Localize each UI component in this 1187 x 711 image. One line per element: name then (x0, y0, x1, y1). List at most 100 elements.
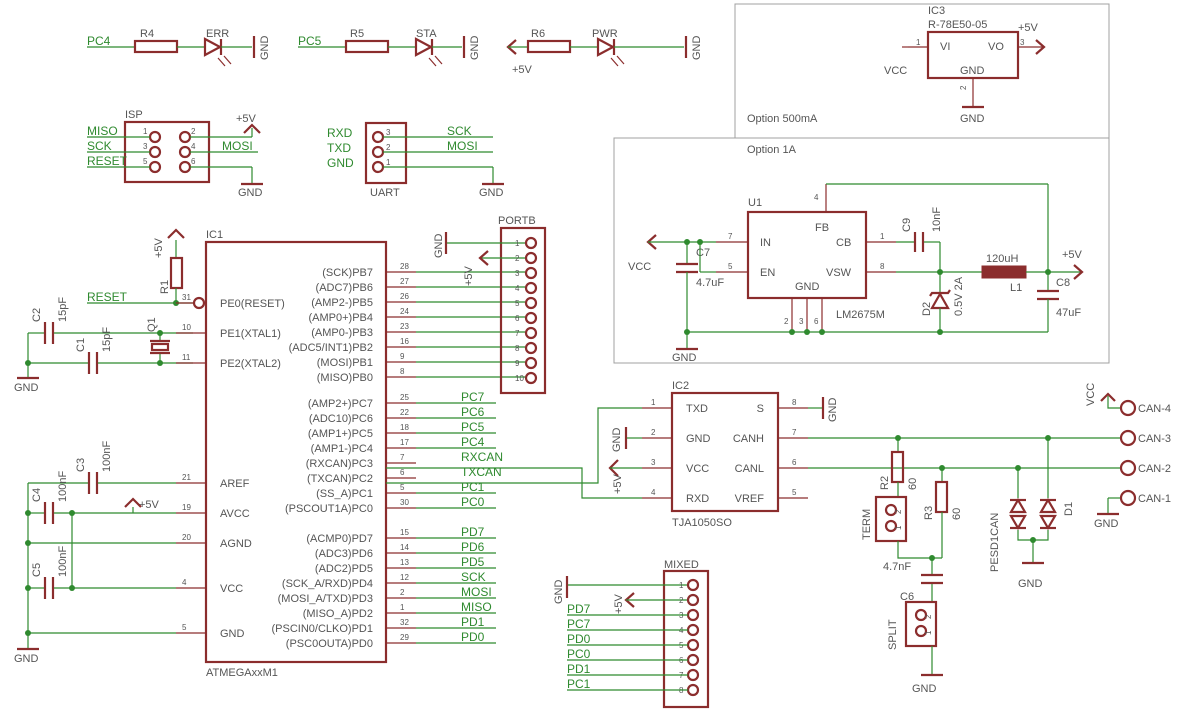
portb-pin-num: 7 (515, 329, 520, 338)
ic1-net-label: PD5 (461, 555, 485, 569)
split-gnd-label: GND (912, 683, 937, 695)
ic2-right-pin: 8S (757, 398, 808, 415)
ic1-right-pin-label: (AMP2-)PB5 (311, 297, 373, 309)
portb-pin-num: 1 (515, 239, 520, 248)
isp-net-mosi: MOSI (222, 139, 253, 153)
pwr-label: PWR (592, 28, 618, 40)
buck-vcc-label: VCC (628, 261, 651, 273)
portb-pin: 2 (515, 251, 538, 265)
u1-value: LM2675M (836, 309, 885, 321)
uart-name: UART (370, 187, 400, 199)
ic1-net-label: RXCAN (461, 450, 503, 464)
c1-label: C1 (75, 338, 87, 352)
ic1-right-pin-num: 22 (400, 408, 409, 417)
c8-value: 47uF (1056, 307, 1081, 319)
uart-net-mosi: MOSI (447, 139, 478, 153)
u1-en: EN (760, 267, 775, 279)
l1-value: 120uH (986, 253, 1018, 265)
can-vcc-label: VCC (1085, 383, 1097, 406)
ic1-net-label: MOSI (461, 585, 492, 599)
portb-pin: 6 (515, 311, 538, 325)
ic2-right-pin-label: VREF (735, 493, 765, 505)
ic2-left-pin-label: GND (686, 433, 711, 445)
ic1-left-pin-label: AREF (220, 478, 250, 490)
ic1-net-label: PC1 (461, 480, 485, 494)
mixed-net-label: PD7 (567, 602, 591, 616)
mixed-pin-num: 1 (679, 581, 684, 590)
ic1-net-label: PD7 (461, 525, 485, 539)
net-pc5: PC5 (298, 34, 322, 48)
ic1-left-pin-label: PE1(XTAL1) (220, 328, 281, 340)
frame-option-1a (613, 137, 1110, 364)
term-pin2: 2 (894, 509, 903, 514)
ic1-right-pin-label: (AMP1+)PC5 (308, 428, 373, 440)
u1-pin-g3: 6 (814, 317, 819, 326)
ic1-right-pin-label: (RXCAN)PC3 (306, 458, 373, 470)
c7-label: C7 (696, 247, 710, 259)
isp-pin3: 3 (143, 142, 148, 151)
ic1-right-pin-num: 13 (400, 558, 409, 567)
uart-pin1: 1 (386, 158, 391, 167)
ic2-right-pin-label: S (757, 403, 764, 415)
isp-pin2: 2 (191, 127, 196, 136)
ic1-right-pin-label: (ADC5/INT1)PB2 (289, 342, 373, 354)
resistor-r3 (934, 480, 949, 514)
buck-peripherals: VCC C7 4.7uF GND C9 10nF 120uH L1 +5 (628, 183, 1084, 364)
portb-pin-num: 5 (515, 299, 520, 308)
portb-5v-label: +5V (463, 265, 475, 286)
uart-pin3: 3 (386, 128, 391, 137)
pesd-label: PESD1CAN (989, 513, 1001, 572)
net-reset: RESET (87, 290, 128, 304)
ic1-net-label: PC0 (461, 495, 485, 509)
ic2-right-pin-label: CANL (735, 463, 764, 475)
isp-pin4: 4 (191, 142, 196, 151)
ic2-left-pin-num: 2 (651, 428, 656, 437)
ic1-left-pin-num: 5 (182, 623, 187, 632)
ic1-value: ATMEGAxxM1 (206, 667, 278, 679)
isp-pin1: 1 (143, 127, 148, 136)
r4-label: R4 (140, 28, 154, 40)
r2-value: 60 (907, 478, 919, 490)
ic1-right-pin: 24(AMP0+)PB4 (309, 307, 525, 324)
ic1-right-pin-label: (ADC10)PC6 (309, 413, 373, 425)
ic1-right-pin-num: 8 (400, 367, 405, 376)
can-nets: VCC CAN-4 CAN-3 CAN-2 CAN-1 GND R2 60 R3… (386, 383, 1171, 695)
ic2-5v-label: +5V (612, 473, 624, 494)
portb-pin: 8 (515, 341, 538, 355)
u1-pin-g2: 3 (799, 317, 804, 326)
can-4-label: CAN-4 (1138, 403, 1171, 415)
u1-cb: CB (836, 237, 851, 249)
resistor-r4 (133, 39, 179, 54)
ic3-vi: VI (940, 41, 950, 53)
ic1-right-pin: 28(SCK)PB7 (322, 262, 525, 279)
split-label: SPLIT (887, 619, 899, 650)
ic1-right-pin-num: 32 (400, 618, 409, 627)
ic1-right-pin-label: (AMP1-)PC4 (311, 443, 373, 455)
ic1-right-pin-num: 24 (400, 307, 409, 316)
ic3-value: R-78E50-05 (928, 19, 987, 31)
ic2-gnd2-label: GND (827, 398, 839, 423)
isp-5v-label: +5V (236, 113, 257, 125)
portb-name: PORTB (498, 215, 536, 227)
led-pwr-group: +5V R6 PWR GND (506, 28, 703, 76)
mixed-pin: 2 (679, 593, 700, 607)
uart-net-rxd: RXD (327, 126, 353, 140)
ic2-right-pin-label: CANH (733, 433, 764, 445)
isp-net-sck: SCK (87, 139, 112, 153)
ic1-right-pin-num: 23 (400, 322, 409, 331)
c6-label: C6 (900, 591, 914, 603)
ic1-right-pin-num: 14 (400, 543, 409, 552)
ic1-left-pin-label: AGND (220, 538, 252, 550)
